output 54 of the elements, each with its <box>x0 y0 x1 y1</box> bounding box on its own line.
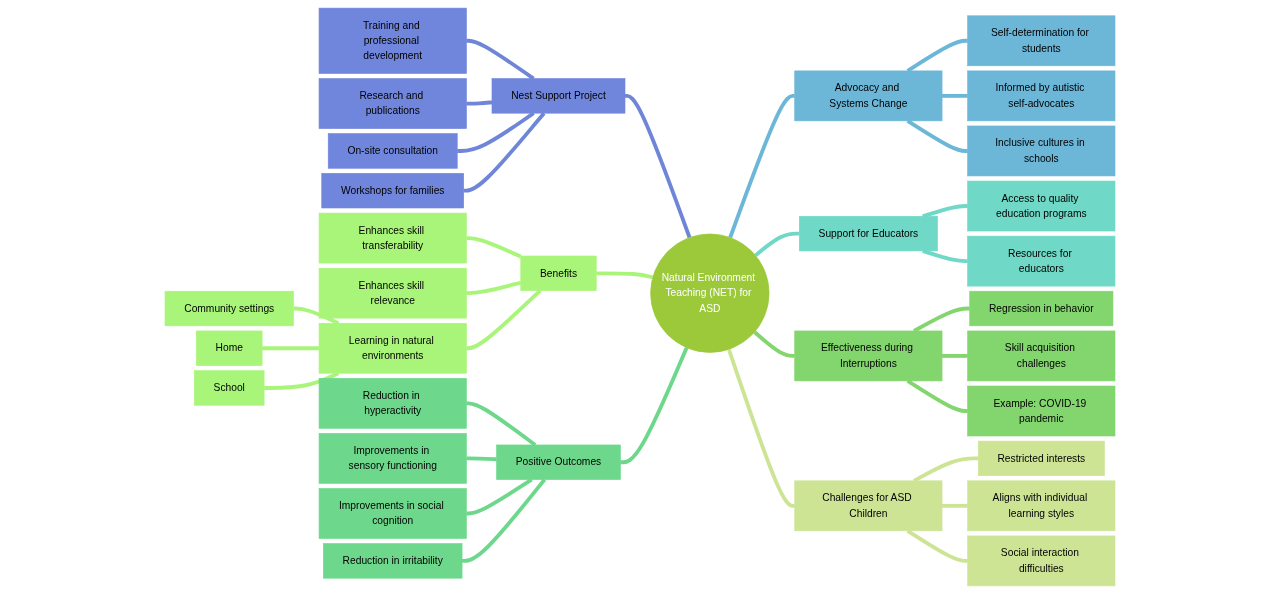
node-box: Self-determination for students <box>967 15 1116 66</box>
node-box: Nest Support Project <box>491 77 626 113</box>
connector <box>466 235 522 258</box>
node-box: Regression in behavior <box>969 290 1114 326</box>
connector <box>620 346 689 464</box>
node-box: Restricted interests <box>977 440 1105 476</box>
node-box: Reduction in irritability <box>323 542 463 578</box>
connector <box>457 111 535 153</box>
node-box: Research and publications <box>318 77 467 129</box>
node-box: On-site consultation <box>327 132 458 169</box>
node-box: Skill acquisition challenges <box>967 330 1116 381</box>
node-box: Workshops for families <box>321 172 464 208</box>
node-box: Enhances skill transferability <box>318 212 467 263</box>
connector <box>942 93 968 98</box>
node-circle: Natural Environment Teaching (NET) for ASD <box>650 233 770 353</box>
connector <box>753 330 795 358</box>
node-box: Enhances skill relevance <box>318 267 467 318</box>
node-box: Community settings <box>164 290 294 326</box>
node-box: Access to quality education programs <box>967 180 1116 231</box>
connector <box>466 99 493 105</box>
node-box: Learning in natural environments <box>318 322 467 374</box>
node-box: Informed by autistic self-advocates <box>967 70 1116 121</box>
connector <box>754 231 800 257</box>
connector <box>466 400 537 446</box>
connector <box>466 38 535 80</box>
connector <box>463 111 546 193</box>
node-box: Benefits <box>520 255 597 291</box>
connector <box>728 93 795 238</box>
connector <box>624 93 692 238</box>
node-box: Support for Educators <box>799 215 938 251</box>
node-box: Example: COVID-19 pandemic <box>967 385 1116 436</box>
connector <box>727 348 795 508</box>
connector <box>466 280 522 295</box>
node-box: Reduction in hyperactivity <box>318 377 467 429</box>
connector <box>913 456 979 482</box>
node-box: Social interaction difficulties <box>967 535 1116 586</box>
node-box: Positive Outcomes <box>496 444 621 480</box>
node-box: Aligns with individual learning styles <box>967 480 1116 531</box>
node-box: Resources for educators <box>967 235 1116 286</box>
connector <box>942 503 968 508</box>
node-box: Improvements in sensory functioning <box>318 432 467 484</box>
node-box: Improvements in social cognition <box>318 487 467 539</box>
node-box: Challenges for ASD Children <box>794 480 943 531</box>
connector <box>466 456 497 461</box>
connector <box>942 353 968 358</box>
node-box: School <box>194 369 265 406</box>
node-box: Training and professional development <box>318 7 467 74</box>
node-box: Home <box>196 330 263 366</box>
node-box: Inclusive cultures in schools <box>967 125 1116 176</box>
node-box: Advocacy and Systems Change <box>794 70 943 121</box>
node-box: Effectiveness during Interruptions <box>794 330 943 381</box>
connector <box>906 38 968 72</box>
connector <box>262 345 320 350</box>
connector <box>596 270 654 279</box>
